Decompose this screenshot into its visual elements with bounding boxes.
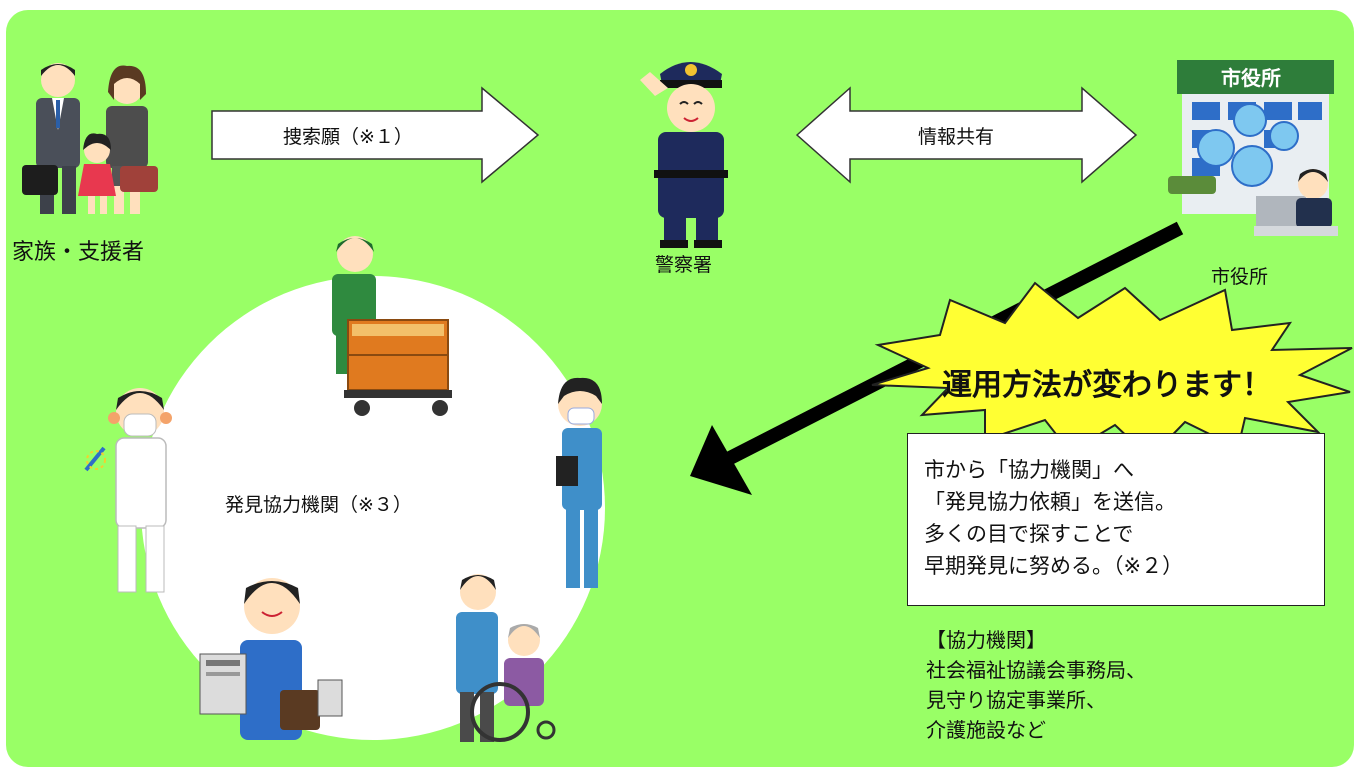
info-sharing-arrow xyxy=(795,86,1138,184)
police-officer-illustration xyxy=(640,62,728,248)
note-line: 早期発見に努める。（※２） xyxy=(924,554,1184,578)
nurse-illustration xyxy=(556,377,602,588)
doctor-illustration xyxy=(84,388,172,593)
family-label: 家族・支援者 xyxy=(12,240,145,265)
caregiver-illustration xyxy=(456,574,556,742)
organization-item: 介護施設など xyxy=(926,718,1046,742)
request-note-box: 市から「協力機関」へ 「発見協力依頼」を送信。 多くの目で探すことで 早期発見に… xyxy=(907,433,1325,606)
city-hall-sign: 市役所 xyxy=(1221,66,1281,90)
note-line: 「発見協力依頼」を送信。 xyxy=(924,490,1176,514)
city-hall-label: 市役所 xyxy=(1211,266,1269,288)
request-arrow-head xyxy=(690,425,752,495)
newspaper-deliveryman-illustration xyxy=(199,578,343,740)
change-burst-text: 運用方法が変わります！ xyxy=(942,368,1272,403)
note-line: 多くの目で探すことで xyxy=(924,522,1134,546)
organizations-heading: 【協力機関】 xyxy=(926,628,1046,652)
change-burst xyxy=(871,281,1353,460)
organization-item: 社会福祉協議会事務局、 xyxy=(926,658,1146,682)
info-sharing-label: 情報共有 xyxy=(918,126,995,148)
search-request-label: 捜索願（※１） xyxy=(283,126,413,148)
organization-item: 見守り協定事業所、 xyxy=(926,688,1106,712)
cooperation-circle-label: 発見協力機関（※３） xyxy=(225,494,412,516)
note-line: 市から「協力機関」へ xyxy=(924,458,1134,482)
search-request-arrow xyxy=(211,86,540,184)
delivery-worker-illustration xyxy=(332,236,452,416)
family-illustration xyxy=(22,63,158,214)
city-hall-illustration xyxy=(1168,60,1338,236)
police-label: 警察署 xyxy=(655,254,713,276)
